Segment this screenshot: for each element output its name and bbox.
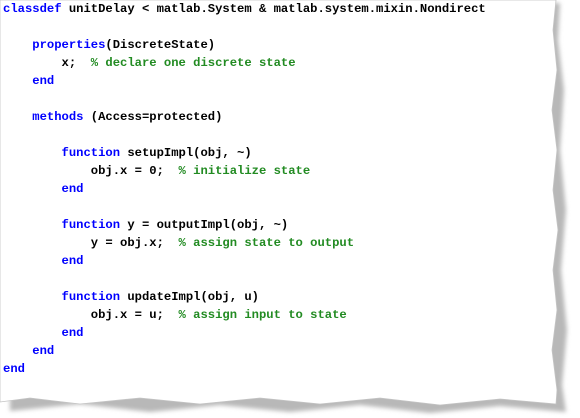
code-line [3, 126, 555, 144]
code-line: classdef unitDelay < matlab.System & mat… [3, 0, 555, 18]
code-token [3, 344, 32, 358]
code-line: x; % declare one discrete state [3, 54, 555, 72]
keyword-token: classdef [3, 2, 62, 16]
code-line [3, 18, 555, 36]
code-token [3, 218, 62, 232]
code-token: obj.x = u; [3, 308, 179, 322]
code-token [3, 254, 62, 268]
code-line: end [3, 180, 555, 198]
code-line: end [3, 252, 555, 270]
code-token [3, 146, 62, 160]
code-token: unitDelay < matlab.System & matlab.syste… [61, 2, 486, 16]
code-line [3, 198, 555, 216]
keyword-token: end [61, 326, 84, 340]
keyword-token: function [61, 146, 121, 160]
code-line: methods (Access=protected) [3, 108, 555, 126]
code-line [3, 90, 555, 108]
code-line [3, 270, 555, 288]
keyword-token: end [61, 182, 84, 196]
matlab-code-listing: classdef unitDelay < matlab.System & mat… [3, 0, 555, 378]
keyword-token: end [3, 362, 25, 376]
code-token [3, 74, 32, 88]
code-token: (Access=protected) [83, 110, 223, 124]
keyword-token: function [61, 218, 121, 232]
code-token [3, 326, 62, 340]
code-token [3, 38, 32, 52]
comment-token: % declare one discrete state [90, 56, 296, 70]
keyword-token: properties [32, 38, 106, 52]
code-line: properties(DiscreteState) [3, 36, 555, 54]
code-line: y = obj.x; % assign state to output [3, 234, 555, 252]
code-token: y = outputImpl(obj, ~) [120, 218, 289, 232]
keyword-token: end [32, 344, 55, 358]
code-line: end [3, 360, 555, 378]
code-token [3, 182, 62, 196]
code-token: (DiscreteState) [105, 38, 216, 52]
code-token: updateImpl(obj, u) [120, 290, 259, 304]
paper-sheet [0, 0, 559, 406]
comment-token: % assign input to state [178, 308, 347, 322]
code-token: y = obj.x; [3, 236, 179, 250]
keyword-token: end [61, 254, 84, 268]
keyword-token: function [61, 290, 121, 304]
code-token: x; [3, 56, 91, 70]
code-token: obj.x = 0; [3, 164, 179, 178]
code-token [3, 290, 62, 304]
code-line: function setupImpl(obj, ~) [3, 144, 555, 162]
comment-token: % assign state to output [178, 236, 355, 250]
code-token [3, 110, 32, 124]
code-token: setupImpl(obj, ~) [120, 146, 252, 160]
code-line: function y = outputImpl(obj, ~) [3, 216, 555, 234]
code-line: end [3, 324, 555, 342]
comment-token: % initialize state [178, 164, 311, 178]
code-line: function updateImpl(obj, u) [3, 288, 555, 306]
code-line: obj.x = u; % assign input to state [3, 306, 555, 324]
code-line: end [3, 72, 555, 90]
keyword-token: methods [32, 110, 84, 124]
keyword-token: end [32, 74, 55, 88]
code-line: obj.x = 0; % initialize state [3, 162, 555, 180]
code-line: end [3, 342, 555, 360]
